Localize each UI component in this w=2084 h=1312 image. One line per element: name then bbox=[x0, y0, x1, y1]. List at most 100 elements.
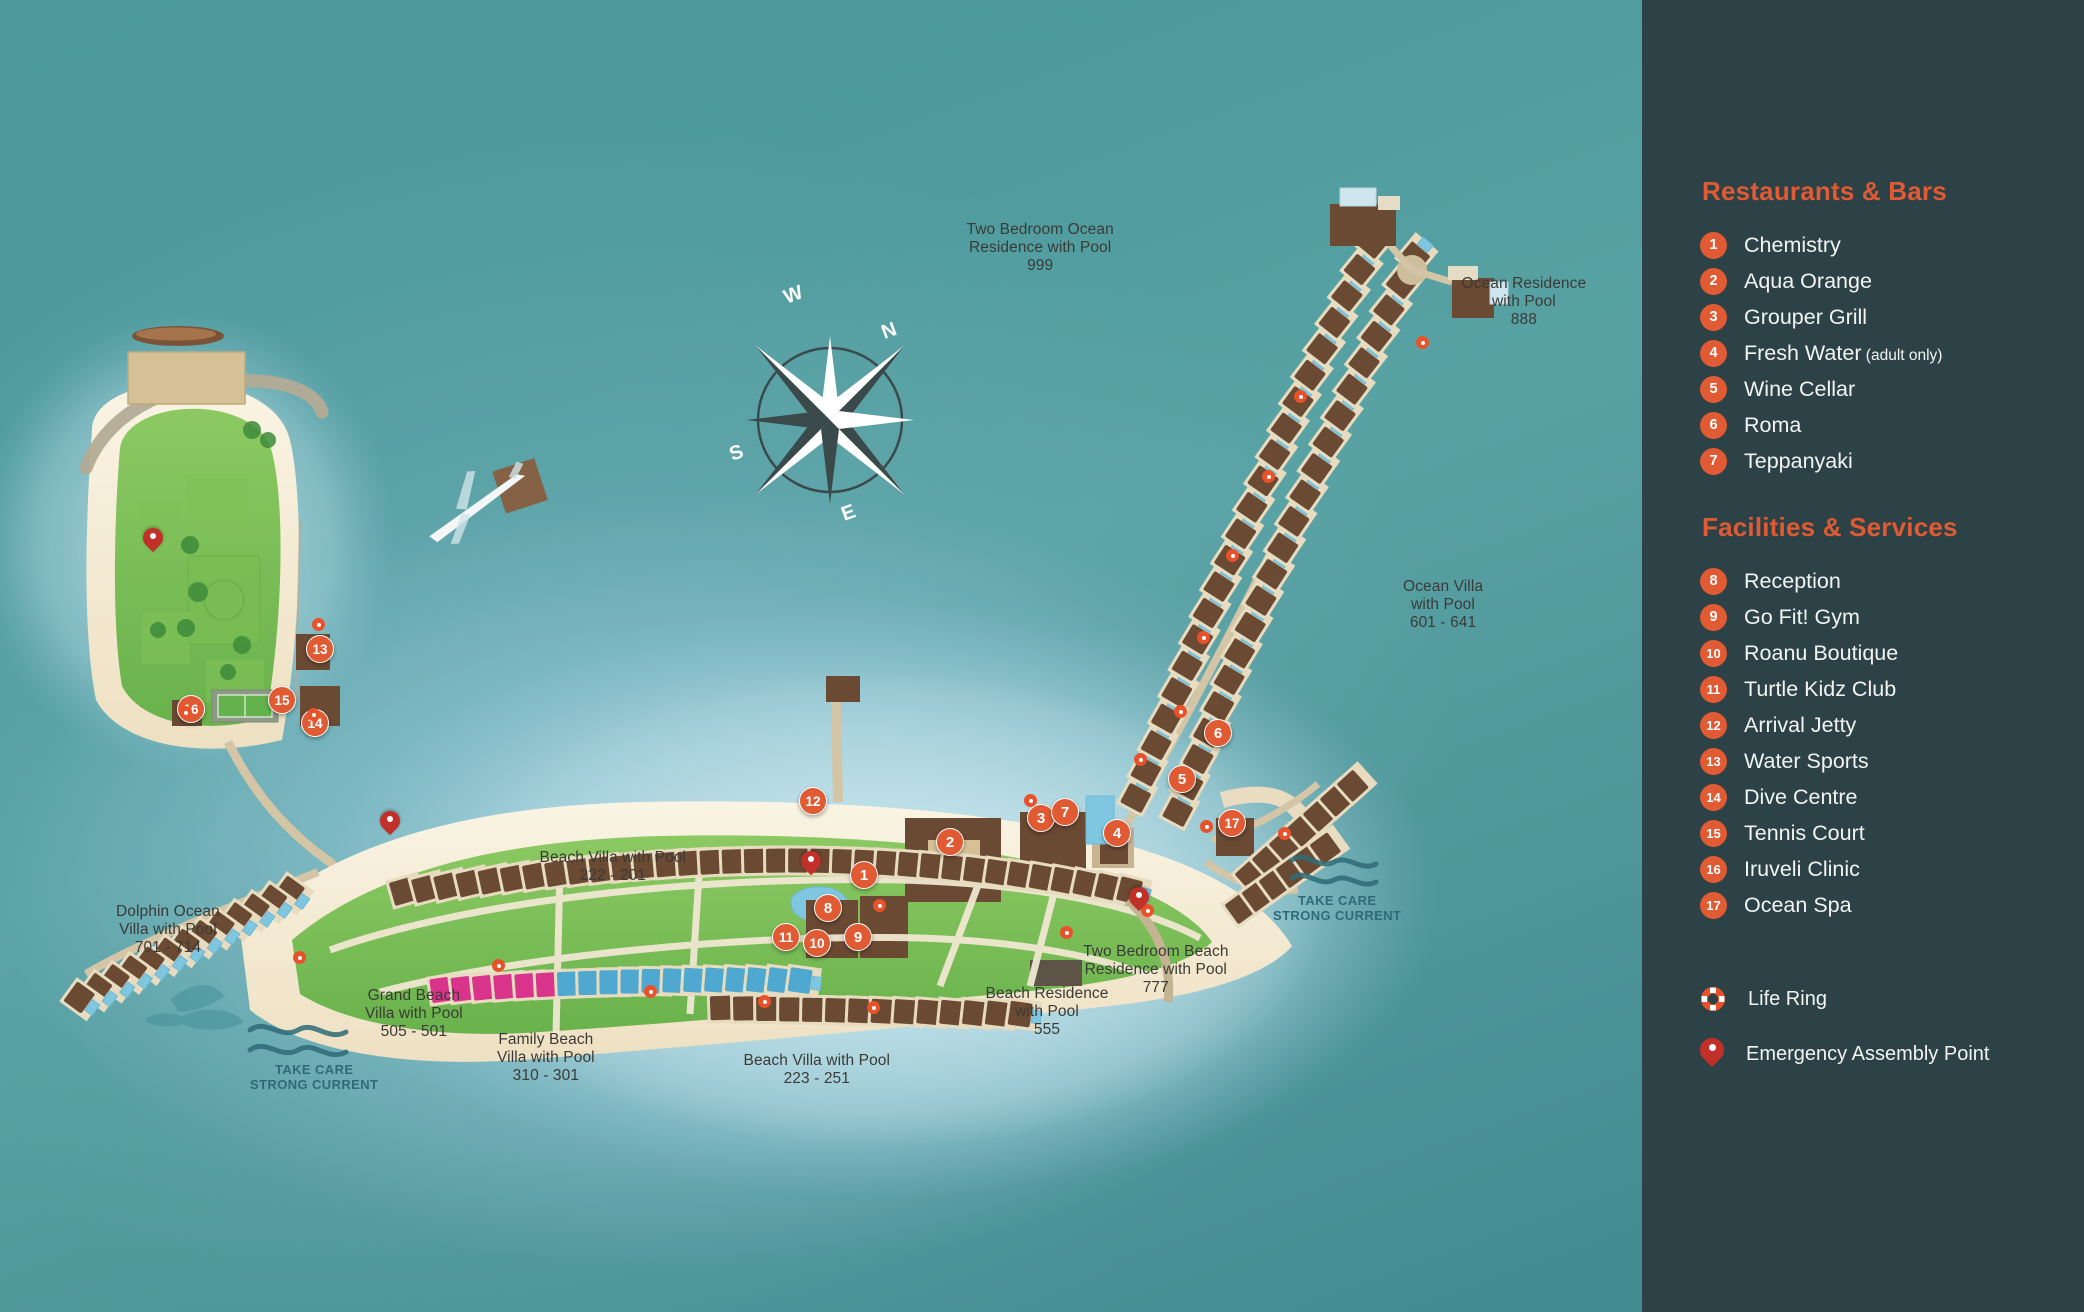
compass-rose: W N E S bbox=[700, 281, 960, 550]
map-marker-17[interactable]: 17 bbox=[1218, 809, 1246, 837]
legend-badge-3: 3 bbox=[1700, 303, 1727, 331]
dolphin-ocean-villa-arm bbox=[59, 868, 320, 1022]
legend-badge-7: 7 bbox=[1700, 447, 1727, 475]
legend-badge-6: 6 bbox=[1700, 411, 1727, 439]
map-marker-3[interactable]: 3 bbox=[1027, 804, 1055, 832]
life-ring-icon bbox=[1294, 390, 1307, 403]
emergency-assembly-pin-icon bbox=[138, 523, 168, 556]
legend-label: Teppanyaki bbox=[1744, 448, 1853, 473]
map-marker-4[interactable]: 4 bbox=[1103, 819, 1131, 847]
life-ring-icon bbox=[1416, 336, 1429, 349]
life-ring-icon bbox=[312, 618, 325, 631]
map-marker-10[interactable]: 10 bbox=[803, 929, 831, 957]
map-marker-8[interactable]: 8 bbox=[814, 894, 842, 922]
emergency-assembly-pin-icon bbox=[1124, 882, 1154, 915]
map-marker-15[interactable]: 15 bbox=[268, 686, 296, 714]
legend-badge-16: 16 bbox=[1700, 855, 1727, 883]
legend-label: Iruveli Clinic bbox=[1744, 856, 1860, 881]
life-ring-icon bbox=[1024, 794, 1037, 807]
legend-item-reception[interactable]: 8 Reception bbox=[1700, 566, 1841, 596]
legend-label: Roma bbox=[1744, 412, 1802, 437]
dolphins bbox=[146, 985, 244, 1030]
legend-label: Fresh Water (adult only) bbox=[1744, 340, 1943, 365]
legend-badge-15: 15 bbox=[1700, 819, 1727, 847]
map-marker-2[interactable]: 2 bbox=[936, 828, 964, 856]
legend-badge-17: 17 bbox=[1700, 891, 1727, 919]
legend-label: Water Sports bbox=[1744, 748, 1869, 773]
legend-item-roma[interactable]: 6 Roma bbox=[1700, 410, 1801, 440]
legend-label: Chemistry bbox=[1744, 232, 1841, 257]
life-ring-icon bbox=[179, 706, 192, 719]
life-ring-icon bbox=[1060, 926, 1073, 939]
legend-badge-14: 14 bbox=[1700, 783, 1727, 811]
legend-label: Wine Cellar bbox=[1744, 376, 1856, 401]
section-title-facilities-and-services: Facilities & Services bbox=[1702, 512, 1958, 542]
legend-item-teppanyaki[interactable]: 7 Teppanyaki bbox=[1700, 446, 1853, 476]
life-ring-icon bbox=[1278, 827, 1291, 840]
life-ring-icon bbox=[1141, 904, 1154, 917]
life-ring-icon bbox=[1174, 705, 1187, 718]
legend-item-dive-centre[interactable]: 14 Dive Centre bbox=[1700, 782, 1858, 812]
life-ring-icon bbox=[293, 951, 306, 964]
life-ring-icon bbox=[1134, 753, 1147, 766]
legend-badge-8: 8 bbox=[1700, 567, 1727, 595]
life-ring-icon bbox=[1226, 549, 1239, 562]
legend-item-wine-cellar[interactable]: 5 Wine Cellar bbox=[1700, 374, 1855, 404]
map-marker-12[interactable]: 12 bbox=[799, 787, 827, 815]
legend-badge-9: 9 bbox=[1700, 603, 1727, 631]
legend-badge-5: 5 bbox=[1700, 375, 1727, 403]
legend-label: Arrival Jetty bbox=[1744, 712, 1857, 737]
map-marker-13[interactable]: 13 bbox=[306, 635, 334, 663]
map-artwork bbox=[0, 187, 1509, 1200]
ocean-villa-arm bbox=[1115, 187, 1509, 832]
map-marker-11[interactable]: 11 bbox=[772, 923, 800, 951]
map-marker-1[interactable]: 1 bbox=[850, 861, 878, 889]
map-marker-9[interactable]: 9 bbox=[844, 923, 872, 951]
legend-key-emergency-assembly-point: Emergency Assembly Point bbox=[1695, 1033, 1990, 1070]
map-pin-icon bbox=[1695, 1033, 1729, 1070]
main-island bbox=[240, 676, 1320, 1062]
legend-label: Reception bbox=[1744, 568, 1841, 593]
legend-badge-1: 1 bbox=[1700, 231, 1727, 259]
emergency-assembly-pin-icon bbox=[375, 806, 405, 839]
legend-key-life-ring: Life Ring bbox=[1700, 986, 1827, 1012]
legend-label: Dive Centre bbox=[1744, 784, 1858, 809]
life-ring-icon bbox=[307, 708, 320, 721]
legend-badge-2: 2 bbox=[1700, 267, 1727, 295]
map-marker-7[interactable]: 7 bbox=[1051, 798, 1079, 826]
legend-item-chemistry[interactable]: 1 Chemistry bbox=[1700, 230, 1841, 260]
map-marker-6[interactable]: 6 bbox=[1204, 719, 1232, 747]
life-ring-icon bbox=[492, 959, 505, 972]
map-marker-5[interactable]: 5 bbox=[1168, 765, 1196, 793]
legend-key-label: Emergency Assembly Point bbox=[1746, 1042, 1990, 1065]
life-ring-icon bbox=[1700, 986, 1726, 1012]
seaplane bbox=[429, 458, 548, 545]
section-title-restaurants-and-bars: Restaurants & Bars bbox=[1702, 176, 1947, 206]
northwest-island bbox=[79, 326, 356, 888]
legend-badge-11: 11 bbox=[1700, 675, 1727, 703]
legend-note: (adult only) bbox=[1861, 346, 1943, 364]
legend-item-iruveli-clinic[interactable]: 16 Iruveli Clinic bbox=[1700, 854, 1860, 884]
life-ring-icon bbox=[644, 985, 657, 998]
